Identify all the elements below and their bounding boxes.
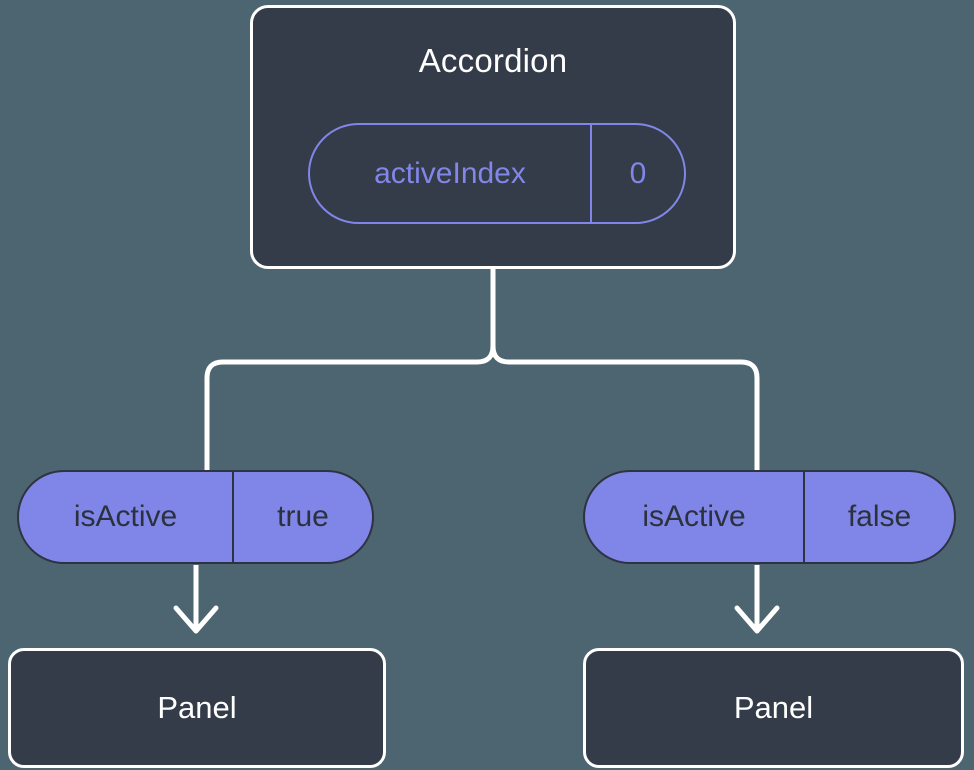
- prop-pill-value-left: true: [277, 500, 329, 533]
- arrow-head-left: [173, 605, 219, 634]
- state-pill-value: 0: [629, 156, 647, 190]
- arrow-head-right: [734, 605, 780, 634]
- state-pill-key: activeIndex: [310, 125, 592, 222]
- prop-pill-is-active-false[interactable]: isActive false: [583, 470, 956, 564]
- prop-pill-value-right: false: [847, 500, 912, 533]
- state-pill-active-index[interactable]: activeIndex 0: [308, 123, 686, 224]
- node-panel-left-label: Panel: [157, 690, 237, 725]
- node-accordion-label: Accordion: [418, 42, 568, 79]
- prop-pill-key-right: isActive: [585, 472, 805, 562]
- node-panel-left[interactable]: Panel: [8, 648, 386, 768]
- prop-pill-key-left: isActive: [19, 472, 234, 562]
- node-panel-right-label: Panel: [733, 690, 814, 725]
- prop-pill-is-active-true[interactable]: isActive true: [17, 470, 374, 564]
- connector-root-to-right-prop: [490, 266, 760, 473]
- connector-root-to-left-prop: [204, 266, 496, 473]
- node-accordion[interactable]: Accordion activeIndex 0: [250, 5, 736, 269]
- node-panel-right[interactable]: Panel: [583, 648, 964, 768]
